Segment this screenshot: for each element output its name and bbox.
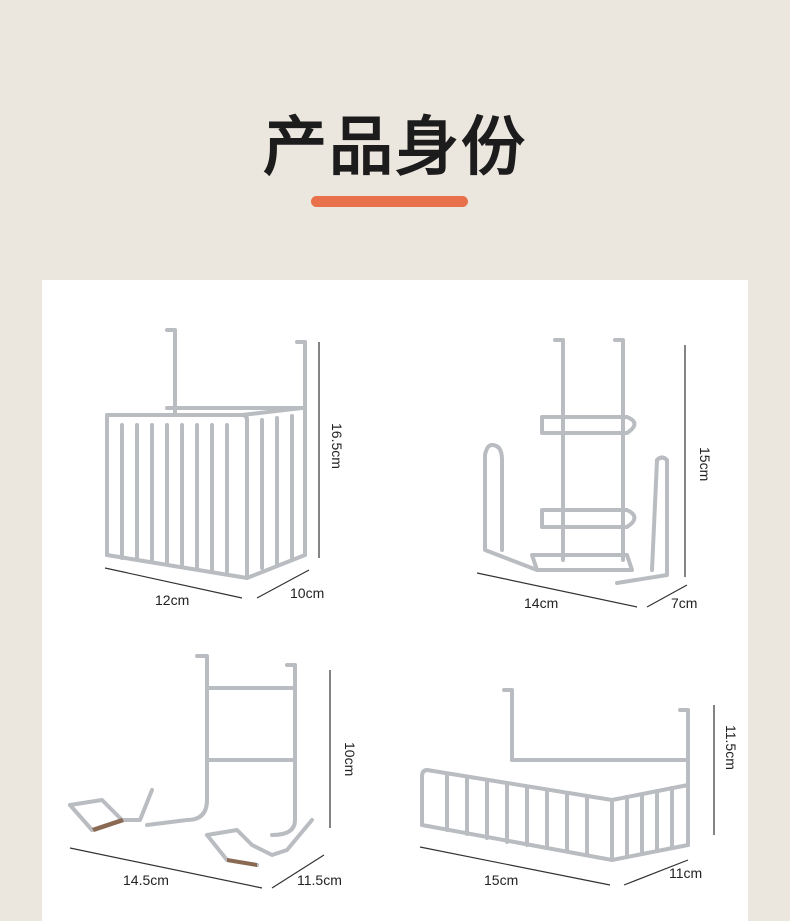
product-2-height-label: 15cm	[697, 447, 713, 482]
product-1-height-label: 16.5cm	[329, 423, 345, 469]
product-1-width-label: 12cm	[155, 592, 190, 608]
product-wide-hanging-basket: 15cm 11cm 11.5cm	[412, 685, 742, 910]
hanging-basket-rack-icon	[104, 328, 320, 599]
product-tiered-sponge-rack: 14cm 7cm 15cm	[467, 335, 737, 625]
product-2-depth-label: 7cm	[671, 595, 698, 611]
product-3-depth-label: 11.5cm	[297, 872, 342, 888]
product-cutting-board-rack: 14.5cm 11.5cm 10cm	[62, 650, 392, 910]
product-4-width-label: 15cm	[484, 872, 519, 888]
product-1-depth-label: 10cm	[290, 585, 325, 601]
product-2-width-label: 14cm	[524, 595, 559, 611]
wide-hanging-basket-icon	[419, 688, 715, 886]
product-3-width-label: 14.5cm	[123, 872, 169, 888]
product-4-depth-label: 11cm	[669, 865, 703, 881]
tiered-sponge-rack-icon	[476, 338, 688, 608]
product-hanging-basket: 12cm 10cm 16.5cm	[97, 320, 397, 620]
cutting-board-rack-icon	[68, 654, 331, 889]
page-title: 产品身份	[263, 111, 527, 185]
title-accent-bar	[311, 196, 468, 207]
product-panel: 12cm 10cm 16.5cm 14cm 7cm	[42, 280, 748, 921]
product-3-height-label: 10cm	[342, 742, 358, 777]
product-4-height-label: 11.5cm	[723, 725, 739, 770]
